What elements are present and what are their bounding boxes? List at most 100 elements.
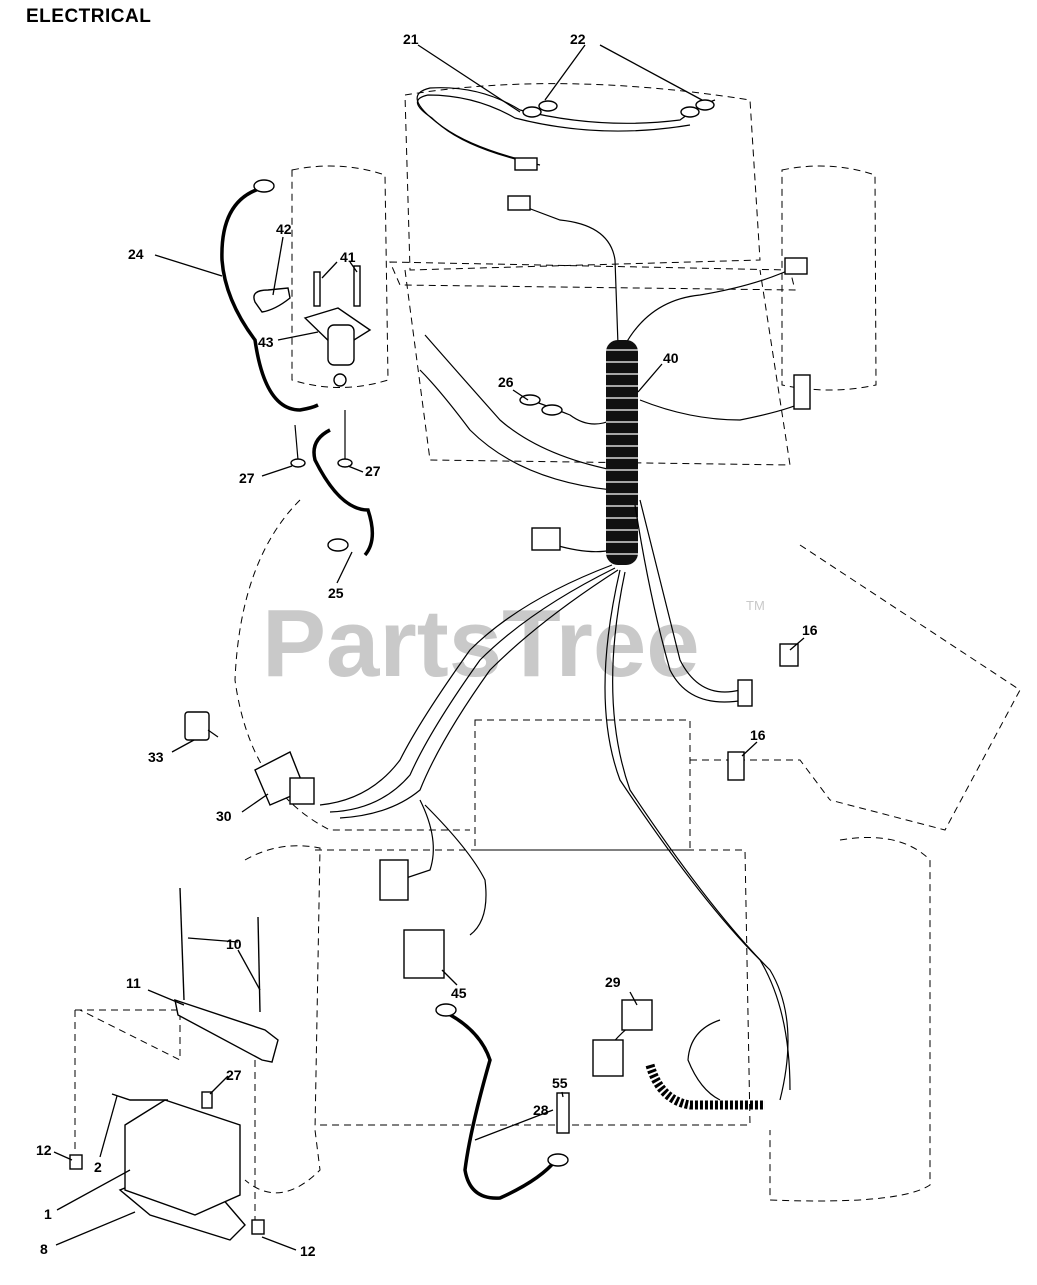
coiled-cord-body xyxy=(645,1063,765,1110)
battery-tray-outline xyxy=(74,1009,181,1150)
watermark-text: PartsTree xyxy=(262,590,700,697)
leader-16-a xyxy=(789,637,805,651)
callout-12-b: 12 xyxy=(300,1243,316,1259)
leader-10-a xyxy=(187,937,239,943)
callout-27-c: 27 xyxy=(226,1067,242,1083)
right-rear-wheel-outline xyxy=(769,837,931,1202)
seat-left-outline xyxy=(234,499,470,831)
terminal-26-b xyxy=(541,404,563,416)
switch-16-b xyxy=(727,751,745,781)
front-axle-outline xyxy=(389,261,796,291)
connector-plug xyxy=(379,859,409,901)
callout-8: 8 xyxy=(40,1241,48,1257)
callout-26: 26 xyxy=(498,374,514,390)
leader-26 xyxy=(512,389,529,401)
watermark-trademark: TM xyxy=(746,598,765,613)
solenoid-studs xyxy=(294,410,346,461)
ignition-30 xyxy=(184,711,315,806)
terminal-22-a xyxy=(522,106,542,118)
switch-29-plug xyxy=(592,1039,624,1077)
terminal-22-b xyxy=(538,100,558,112)
terminal-22-d xyxy=(695,99,715,111)
body-upper-outline xyxy=(404,269,791,466)
harness-21-wire-b xyxy=(416,94,691,163)
fender-right-outline xyxy=(799,544,1021,831)
harness-16-connector xyxy=(737,679,753,707)
harness-run-ignition-a xyxy=(319,564,613,806)
callout-16-a: 16 xyxy=(802,622,818,638)
frame-right-outline xyxy=(690,759,831,801)
harness-run-rear-a xyxy=(604,569,791,1091)
callout-33: 33 xyxy=(148,749,164,765)
cable-28-terminal-b xyxy=(547,1153,569,1167)
cable-25-terminal xyxy=(327,538,349,552)
leader-41-a xyxy=(321,261,338,279)
coiled-cord xyxy=(599,1019,765,1110)
callout-28: 28 xyxy=(533,1102,549,1118)
harness-run-rear-b xyxy=(612,571,789,1101)
harness-21 xyxy=(416,87,716,171)
main-harness-40 xyxy=(319,195,811,1101)
solenoid-plunger xyxy=(333,373,347,387)
leader-55 xyxy=(561,1091,564,1098)
leader-21 xyxy=(417,44,521,113)
nut-27-a xyxy=(290,458,306,468)
harness-21-connector xyxy=(514,157,538,171)
leader-25 xyxy=(336,551,353,584)
callout-25: 25 xyxy=(328,585,344,601)
harness-branch-left-b xyxy=(419,369,613,491)
leader-2 xyxy=(99,1095,118,1158)
callout-55: 55 xyxy=(552,1075,568,1091)
leader-40 xyxy=(637,363,663,393)
key-blade xyxy=(207,729,219,738)
leader-10-b xyxy=(237,949,261,991)
terminal-22-c xyxy=(680,106,700,118)
callout-1: 1 xyxy=(44,1206,52,1222)
bolt-41-b xyxy=(353,265,361,307)
watermark: PartsTree TM xyxy=(262,590,765,697)
leader-24 xyxy=(154,254,223,277)
battery-assembly xyxy=(69,887,279,1241)
diagram-title: ELECTRICAL xyxy=(26,6,152,27)
harness-branch-headlight-right xyxy=(624,264,801,346)
leader-27-a xyxy=(261,465,293,477)
leader-22-a xyxy=(544,44,586,101)
bolt-2 xyxy=(111,1093,168,1101)
leader-42 xyxy=(272,236,284,296)
callout-22: 22 xyxy=(570,31,586,47)
callout-30: 30 xyxy=(216,808,232,824)
callout-45: 45 xyxy=(451,985,467,1001)
leader-30 xyxy=(241,793,269,813)
left-rear-wheel-outline xyxy=(244,845,321,1194)
nut-12-a xyxy=(69,1154,83,1170)
cable-24 xyxy=(220,186,319,412)
leader-11 xyxy=(147,989,185,1006)
headlight-connector-right xyxy=(784,257,808,275)
harness-branch-headlight-left xyxy=(519,204,619,346)
harness-branch-26 xyxy=(529,399,613,425)
leader-12-a xyxy=(53,1151,73,1161)
callout-27-a: 27 xyxy=(239,470,255,486)
leader-28 xyxy=(474,1109,554,1141)
callout-41: 41 xyxy=(340,249,356,265)
harness-run-ignition-c xyxy=(339,569,619,819)
leader-8 xyxy=(55,1211,136,1246)
rod-10-b xyxy=(257,916,261,1013)
harness-run-16-b xyxy=(634,504,746,703)
rod-10-a xyxy=(179,887,185,1001)
harness-sleeve xyxy=(606,340,638,565)
leader-27-c xyxy=(209,1075,229,1095)
hold-down-11 xyxy=(174,998,279,1063)
hood-outline xyxy=(404,83,761,271)
solenoid-body xyxy=(327,324,355,366)
cable-24-terminal xyxy=(253,179,275,193)
cable-28-terminal-a xyxy=(435,1003,457,1017)
switch-connector-right xyxy=(793,374,811,410)
boot-42 xyxy=(253,287,291,313)
callout-24: 24 xyxy=(128,246,144,262)
leader-33 xyxy=(171,739,195,753)
harness-21-wire-a xyxy=(416,87,716,166)
nut-27-b xyxy=(337,458,353,468)
solenoid-43 xyxy=(253,265,372,468)
